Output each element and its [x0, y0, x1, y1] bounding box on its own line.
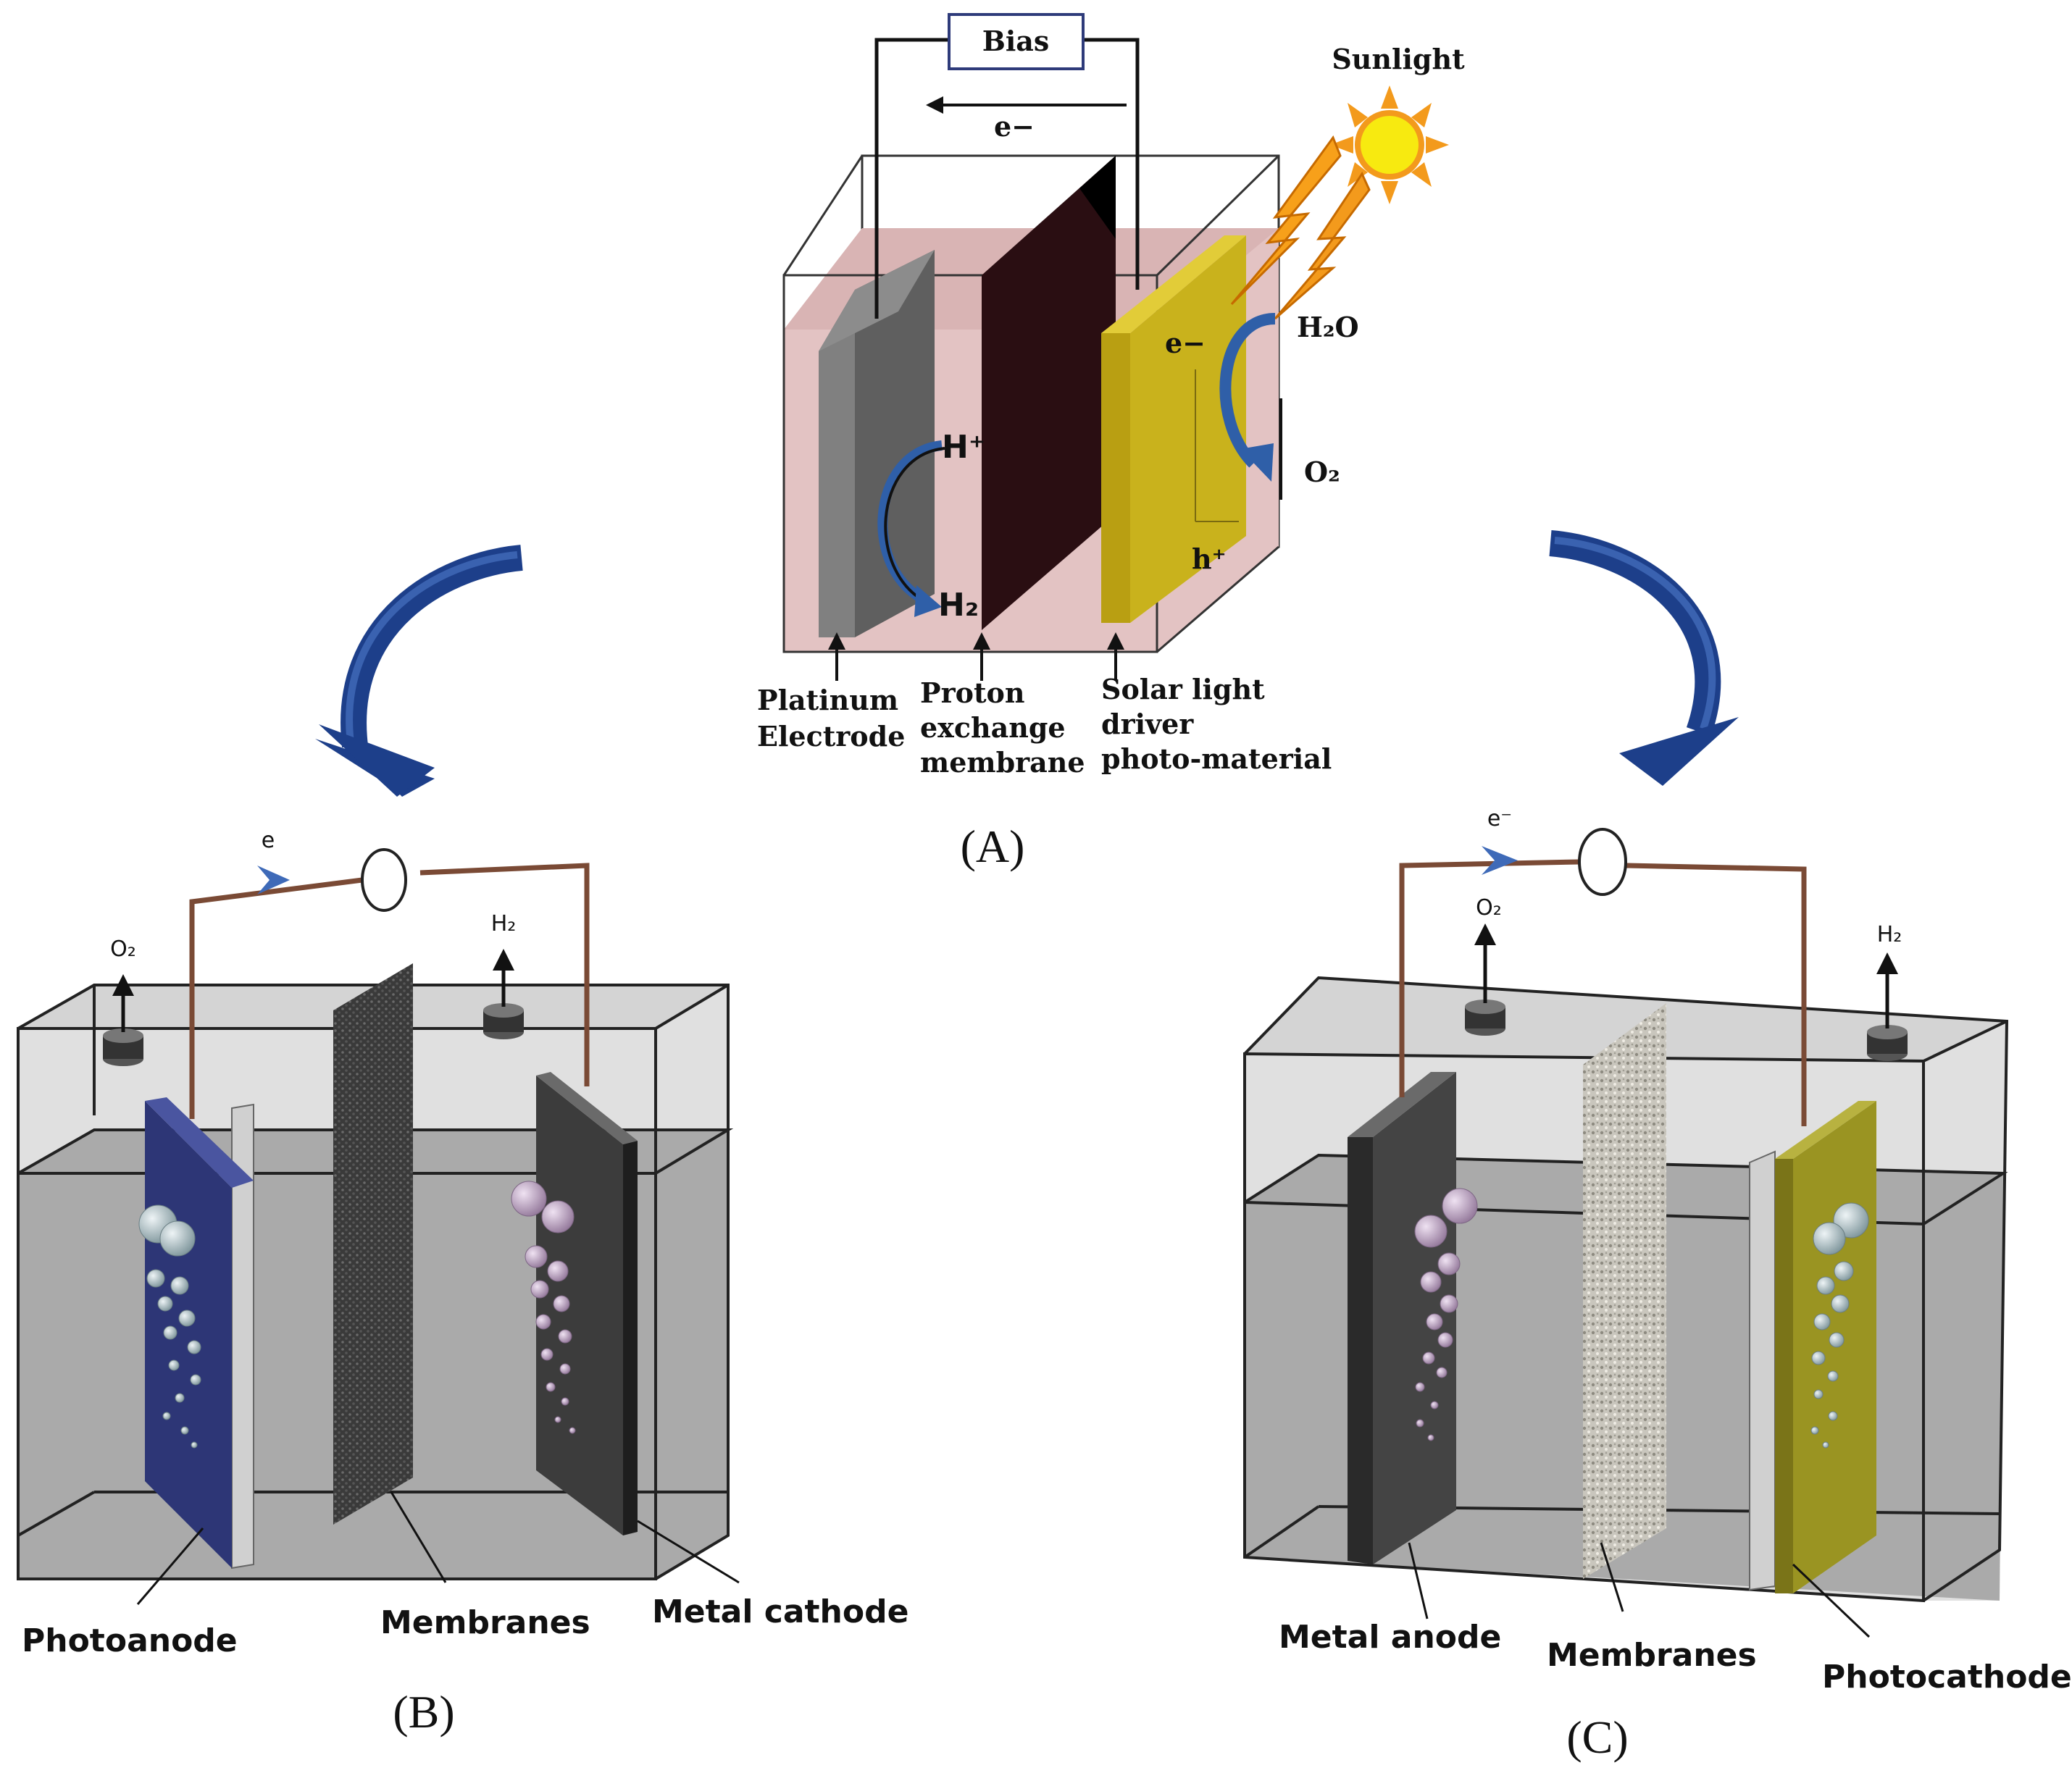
membrane-b — [333, 963, 413, 1525]
h2-label-c: H₂ — [1877, 922, 1902, 947]
pem-label-3: membrane — [920, 746, 1085, 779]
arrow-to-panel-b — [315, 545, 523, 797]
photocathode — [1749, 1101, 1876, 1593]
sunlight-label: Sunlight — [1332, 43, 1465, 75]
h2-label: H₂ — [938, 587, 979, 624]
panel-b: O₂ H₂ e Photoanode Membranes Metal catho… — [17, 828, 908, 1738]
pem-label-2: exchange — [920, 711, 1066, 744]
o2-outlet-c — [1465, 923, 1505, 1036]
proton-reduction-arrowhead — [914, 585, 942, 617]
platinum-electrode-label-2: Electrode — [757, 720, 905, 753]
caption-c: (C) — [1566, 1711, 1628, 1763]
o2-label-b: O₂ — [110, 936, 136, 962]
electron-label: e− — [1165, 327, 1206, 359]
water-oxidation-arrowhead — [1240, 443, 1274, 482]
h2-outlet-c — [1867, 952, 1908, 1061]
o2-outlet-b — [103, 974, 143, 1066]
bias-label: Bias — [982, 25, 1050, 57]
arrow-to-panel-c — [1549, 530, 1739, 786]
external-circuit — [874, 38, 1140, 319]
pem-label-1: Proton — [920, 676, 1024, 709]
o2-bubbles-c-cathode — [1810, 1202, 1869, 1449]
h2-label-b: H₂ — [491, 911, 517, 936]
tank-top-face-c — [1245, 978, 2007, 1061]
meter-c — [1578, 828, 1627, 896]
photocathode-label: Photocathode — [1822, 1659, 2072, 1696]
platinum-electrode-label-1: Platinum — [757, 684, 898, 716]
h2o-label: H₂O — [1297, 311, 1359, 343]
caption-b: (B) — [393, 1686, 454, 1738]
o2-bubbles-b — [138, 1204, 201, 1449]
metal-anode-label: Metal anode — [1279, 1619, 1501, 1656]
light-flash-icon — [1230, 135, 1371, 320]
solar-material-label-3: photo-material — [1101, 742, 1332, 775]
membrane-c — [1583, 1003, 1666, 1579]
solar-material-label-2: driver — [1101, 708, 1194, 740]
sun-icon — [1330, 85, 1449, 204]
panel-c: O₂ H₂ e⁻ Metal anode Membranes Photocath… — [1243, 806, 2072, 1763]
electron-label-b: e — [262, 828, 275, 853]
h2-bubbles-b — [511, 1181, 576, 1434]
electron-flow-label: e− — [994, 110, 1035, 143]
membranes-label-c: Membranes — [1547, 1637, 1757, 1674]
photoanode-label: Photoanode — [22, 1622, 238, 1659]
water-oxidation-arrow — [1219, 313, 1276, 468]
pointers-c — [1408, 1542, 1871, 1638]
membranes-label-b: Membranes — [380, 1604, 590, 1641]
photoanode — [145, 1097, 254, 1570]
solar-photo-material — [1101, 235, 1246, 623]
electron-label-c: e⁻ — [1487, 806, 1512, 831]
h2-outlet-b — [483, 949, 524, 1039]
wire-c — [1399, 859, 1807, 1126]
metal-cathode — [536, 1072, 638, 1535]
h2-bubbles-c-anode — [1414, 1188, 1478, 1441]
o2-label-c: O₂ — [1476, 895, 1502, 921]
metal-anode — [1348, 1072, 1456, 1564]
proton-exchange-membrane — [982, 156, 1116, 630]
h-plus-label: H⁺ — [942, 429, 985, 466]
caption-a: (A) — [961, 821, 1025, 872]
electron-chevron-b — [257, 866, 290, 894]
bias-box — [948, 13, 1085, 70]
hole-label: h⁺ — [1192, 542, 1227, 575]
meter-b — [361, 848, 407, 912]
wire-b — [189, 863, 590, 1119]
panel-a: Bias e− Sunlight H₂O O₂ — [757, 13, 1465, 872]
electron-chevron-c — [1482, 846, 1518, 875]
component-pointers — [828, 632, 1124, 681]
pointers-b — [136, 1491, 740, 1605]
o2-label: O₂ — [1304, 456, 1340, 488]
metal-cathode-label: Metal cathode — [652, 1593, 908, 1630]
solar-material-label-1: Solar light — [1101, 673, 1265, 705]
